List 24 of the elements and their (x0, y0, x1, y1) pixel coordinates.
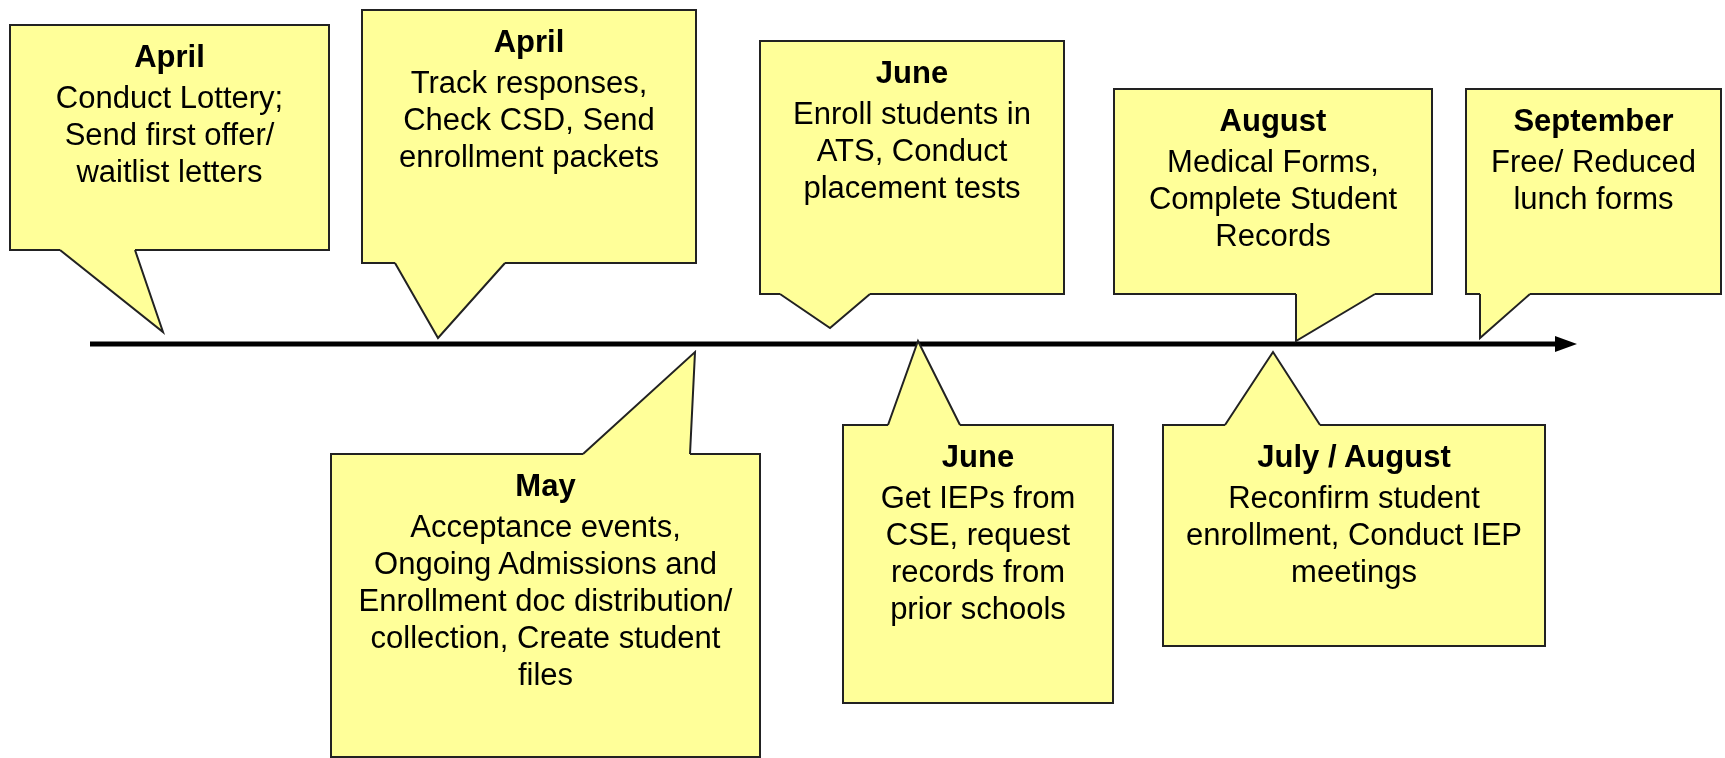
callout-text: Reconfirm student enrollment, Conduct IEP meetings (1186, 479, 1522, 590)
callout-text: Enroll students in ATS, Conduct placement tests (792, 95, 1032, 206)
callout-heading: April (134, 38, 205, 75)
callout-box (9, 24, 330, 251)
callout-text: Free/ Reduced lunch forms (1489, 143, 1698, 217)
callout-text: Acceptance events, Ongoing Admissions and Enrollment doc distribution/ collection, Create student files (357, 508, 734, 693)
callout-box (1465, 88, 1722, 295)
callout-box (1113, 88, 1433, 295)
callout-box (842, 424, 1114, 704)
callout-heading: May (515, 467, 576, 504)
callout-text: Medical Forms, Complete Student Records (1147, 143, 1399, 254)
callout-heading: June (875, 54, 949, 91)
callout-heading: June (941, 438, 1015, 475)
callout-box (361, 9, 697, 264)
callout-box (1162, 424, 1546, 647)
callout-box (330, 453, 761, 758)
callout-text: Track responses, Check CSD, Send enrollment packets (397, 64, 661, 175)
callout-heading: August (1219, 102, 1327, 139)
callout-heading: September (1513, 102, 1674, 139)
callout-heading: July / August (1257, 438, 1451, 475)
callout-box (759, 40, 1065, 295)
callout-text: Get IEPs from CSE, request records from prior schools (879, 479, 1077, 627)
callout-text: Conduct Lottery; Send first offer/ waitlist letters (54, 79, 285, 190)
callout-heading: April (493, 23, 565, 60)
